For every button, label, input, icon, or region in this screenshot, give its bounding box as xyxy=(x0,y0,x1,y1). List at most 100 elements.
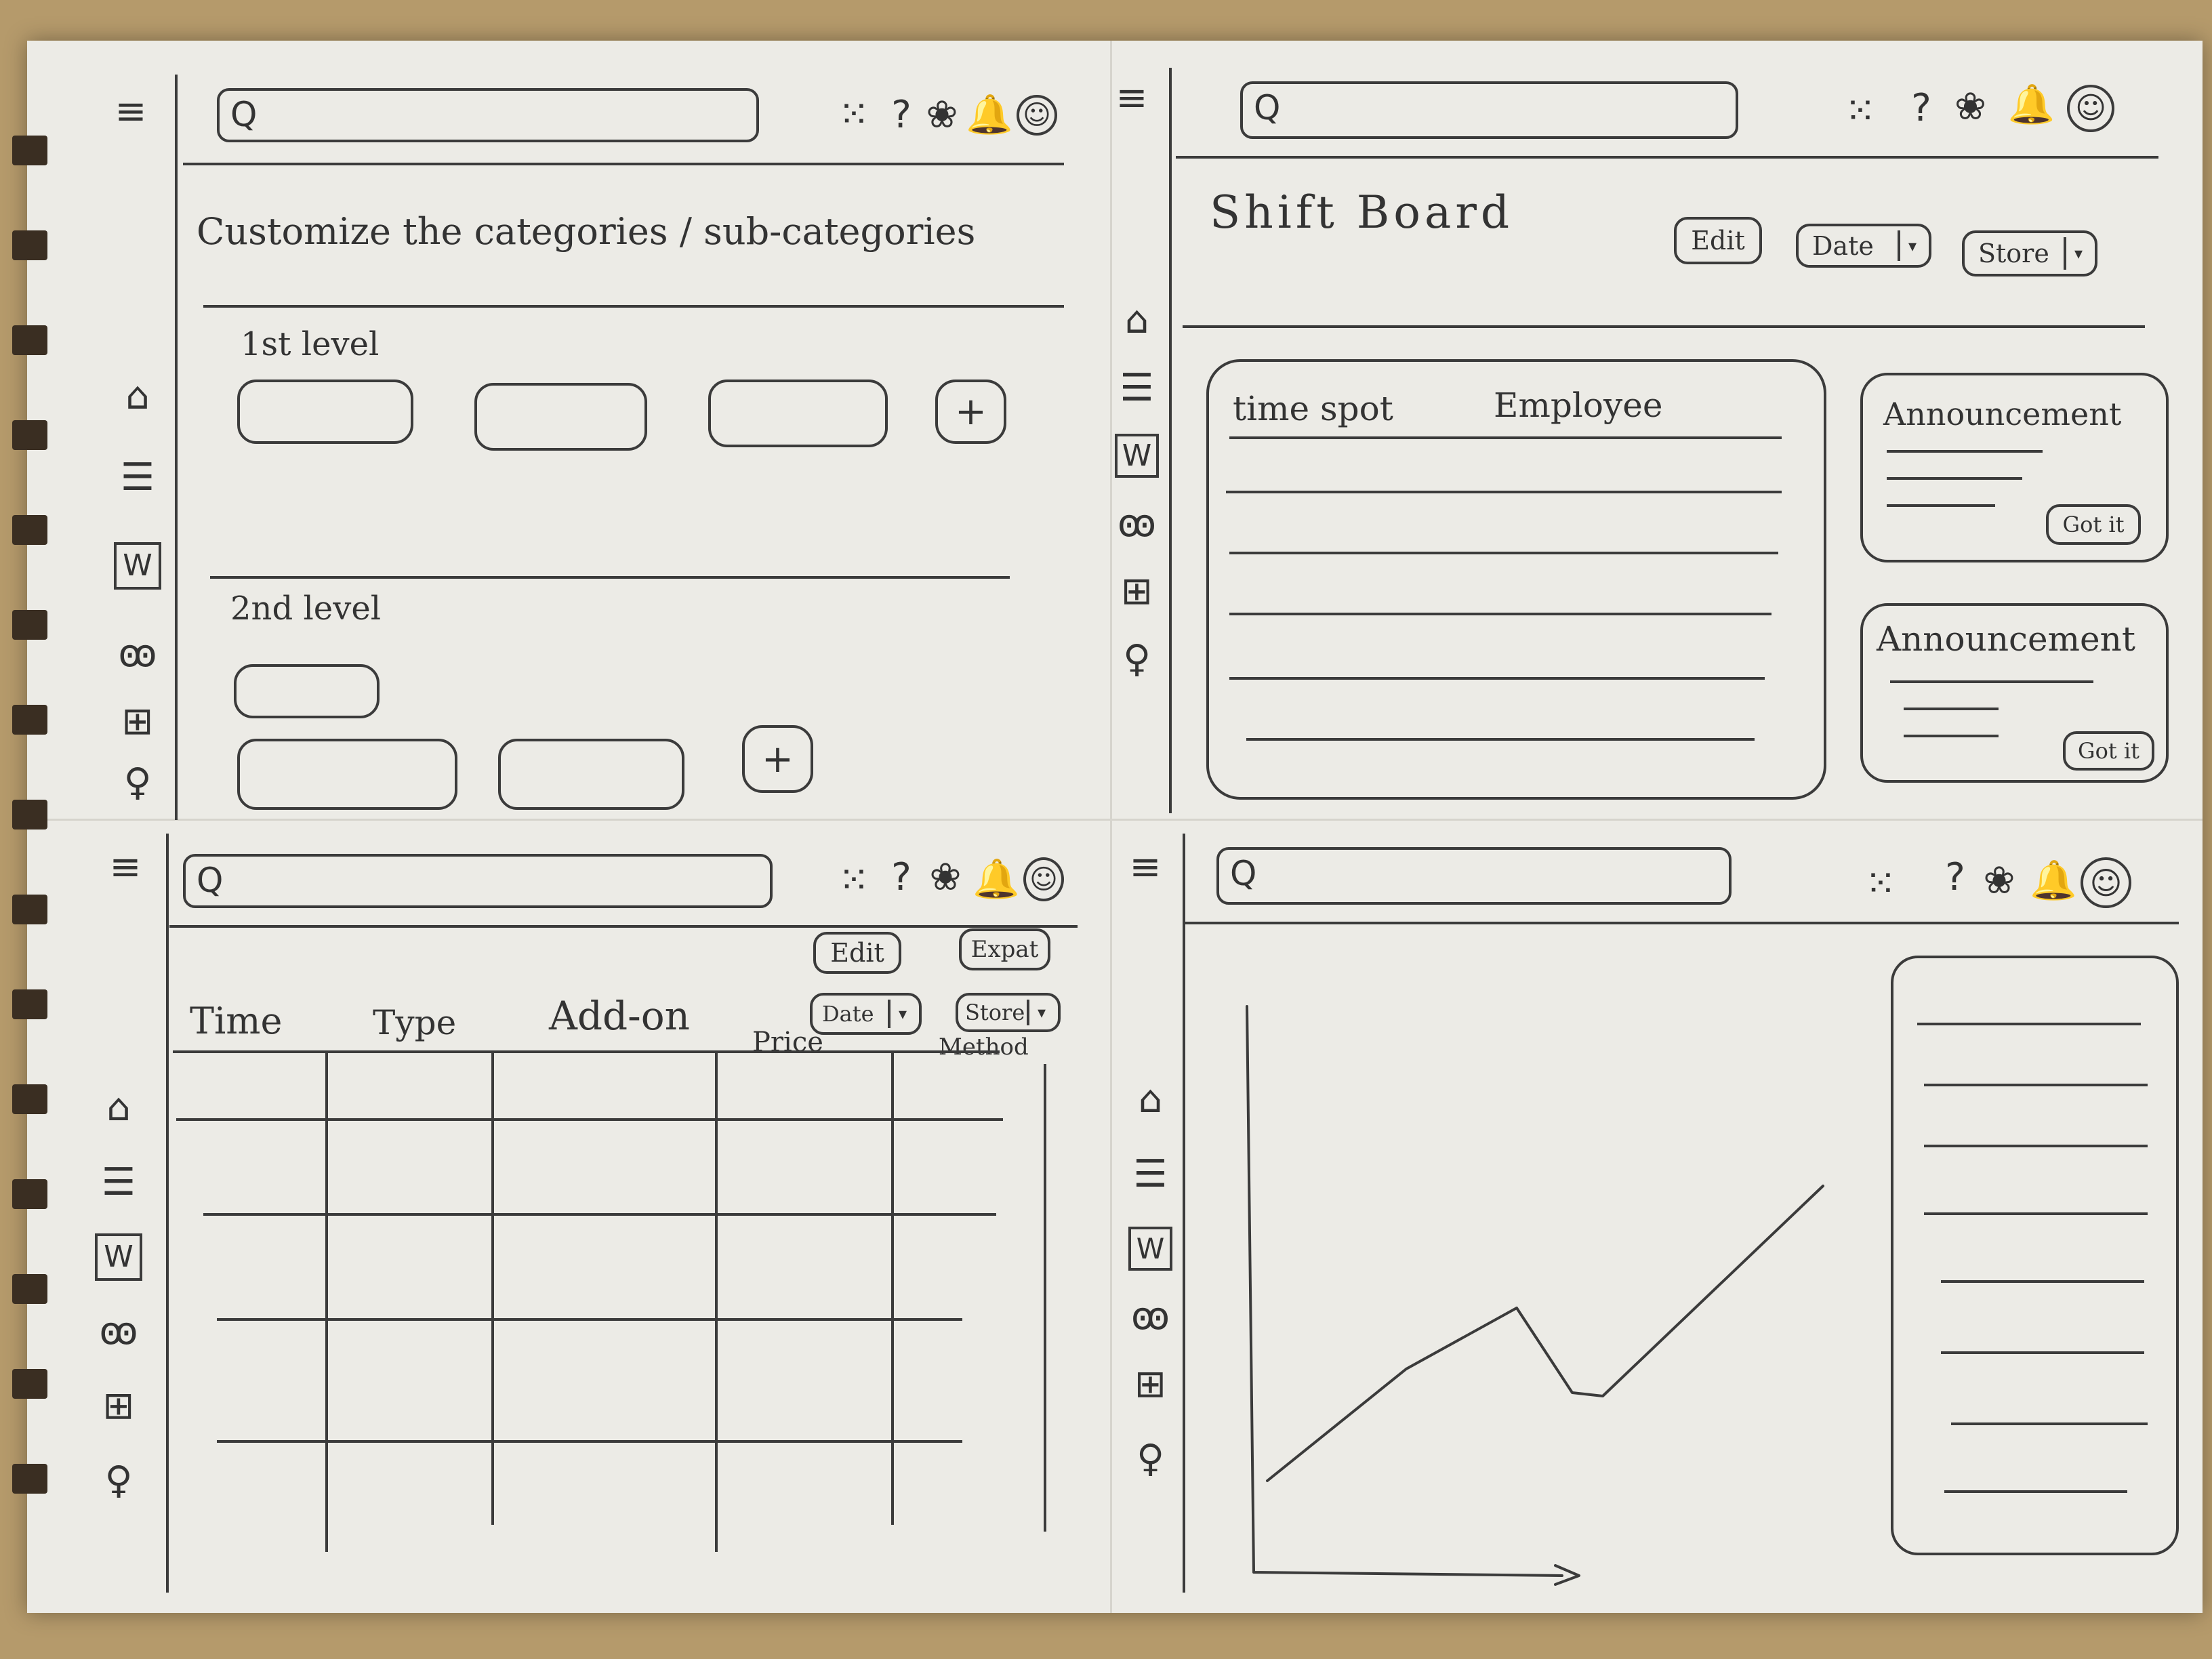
user-icon[interactable]: ♀ xyxy=(1136,1436,1164,1481)
got-it-button[interactable]: Got it xyxy=(2063,731,2154,771)
account-icon[interactable]: ☺ xyxy=(2067,85,2114,132)
user-icon[interactable]: ♀ xyxy=(1122,636,1151,681)
table-row xyxy=(1229,677,1765,680)
search-input[interactable]: Q xyxy=(183,854,773,908)
settings-icon[interactable]: ❀ xyxy=(926,93,958,137)
people-icon[interactable]: ꙭ xyxy=(118,632,157,676)
home-icon[interactable]: ⌂ xyxy=(1124,298,1149,342)
basket-icon[interactable]: ⊞ xyxy=(1121,569,1153,613)
list-item xyxy=(1941,1280,2144,1283)
list-item xyxy=(1951,1422,2148,1425)
basket-icon[interactable]: ⊞ xyxy=(102,1384,135,1428)
apps-icon[interactable]: ⁙ xyxy=(838,93,870,137)
bell-icon[interactable]: 🔔 xyxy=(966,93,1013,137)
menu-icon[interactable]: ≡ xyxy=(1115,76,1148,120)
binder-hole xyxy=(12,1274,47,1304)
chart-icon[interactable]: W xyxy=(1115,434,1159,478)
bell-icon[interactable]: 🔔 xyxy=(2007,83,2055,127)
chart-icon[interactable]: W xyxy=(95,1233,142,1281)
store-dropdown[interactable]: Store ▾ xyxy=(1962,230,2097,276)
panel-shift-board: ≡ Q ⁙ ? ❀ 🔔 ☺ ⌂ ☰ W ꙭ ⊞ ♀ Shift Board Ed… xyxy=(1101,54,2192,813)
level1-category-box[interactable] xyxy=(474,383,647,451)
add-level1-button[interactable]: + xyxy=(935,380,1006,444)
column-header-method: Method xyxy=(939,1033,1029,1061)
help-icon[interactable]: ? xyxy=(891,93,912,137)
people-icon[interactable]: ꙭ xyxy=(1130,1294,1170,1338)
sidebar-divider xyxy=(1183,834,1185,1593)
settings-icon[interactable]: ❀ xyxy=(1954,84,1986,129)
chevron-down-icon: ▾ xyxy=(2064,237,2091,270)
search-icon: Q xyxy=(1254,88,1281,127)
binder-hole xyxy=(12,1369,47,1399)
people-icon[interactable]: ꙭ xyxy=(99,1309,138,1353)
column-header-time: Time xyxy=(190,1000,283,1042)
level2-category-box[interactable] xyxy=(498,739,684,810)
list-icon[interactable]: ☰ xyxy=(1133,1151,1168,1196)
list-icon[interactable]: ☰ xyxy=(120,455,155,499)
list-icon[interactable]: ☰ xyxy=(1120,365,1154,410)
date-dropdown[interactable]: Date ▾ xyxy=(1796,224,1931,268)
people-icon[interactable]: ꙭ xyxy=(1117,501,1157,546)
home-icon[interactable]: ⌂ xyxy=(1138,1077,1163,1122)
chart-line xyxy=(1266,1185,1824,1482)
table-row xyxy=(203,1213,996,1216)
announcement-title: Announcement xyxy=(1877,619,2135,659)
sidebar-divider xyxy=(166,834,169,1593)
add-level2-button[interactable]: + xyxy=(742,725,813,793)
list-item xyxy=(1944,1490,2127,1493)
user-icon[interactable]: ♀ xyxy=(104,1458,133,1502)
chart-icon[interactable]: W xyxy=(114,542,161,590)
page-title: Shift Board xyxy=(1210,186,1514,239)
chevron-down-icon: ▾ xyxy=(1898,230,1925,261)
table-row xyxy=(1229,613,1771,615)
level2-category-box[interactable] xyxy=(234,664,380,718)
user-icon[interactable]: ♀ xyxy=(123,760,152,804)
apps-icon[interactable]: ⁙ xyxy=(838,859,870,903)
bell-icon[interactable]: 🔔 xyxy=(2030,859,2077,903)
title-divider xyxy=(203,305,1064,308)
binder-holes xyxy=(12,81,53,1572)
level2-category-box[interactable] xyxy=(237,739,457,810)
list-item xyxy=(1941,1351,2144,1354)
settings-icon[interactable]: ❀ xyxy=(929,855,962,899)
apps-icon[interactable]: ⁙ xyxy=(1864,862,1897,906)
search-input[interactable]: Q xyxy=(1216,847,1732,905)
account-icon[interactable]: ☺ xyxy=(1023,857,1064,901)
bell-icon[interactable]: 🔔 xyxy=(972,857,1020,901)
account-icon[interactable]: ☺ xyxy=(2081,857,2131,908)
edit-button[interactable]: Edit xyxy=(813,932,901,974)
table-column-divider xyxy=(325,1050,328,1552)
got-it-button[interactable]: Got it xyxy=(2046,504,2141,545)
help-icon[interactable]: ? xyxy=(1945,855,1965,899)
basket-icon[interactable]: ⊞ xyxy=(1134,1361,1166,1406)
title-divider xyxy=(1183,325,2145,328)
menu-icon[interactable]: ≡ xyxy=(115,89,147,134)
date-dropdown[interactable]: Date ▾ xyxy=(810,993,922,1035)
level1-category-box[interactable] xyxy=(237,380,413,444)
table-header-line xyxy=(173,1050,1000,1053)
menu-icon[interactable]: ≡ xyxy=(1129,845,1162,889)
home-icon[interactable]: ⌂ xyxy=(106,1086,131,1130)
table-row xyxy=(1229,436,1782,439)
help-icon[interactable]: ? xyxy=(891,855,912,899)
account-icon[interactable]: ☺ xyxy=(1017,95,1057,136)
store-dropdown[interactable]: Store ▾ xyxy=(956,993,1061,1032)
export-button[interactable]: Expat xyxy=(959,928,1050,970)
chart-icon[interactable]: W xyxy=(1128,1227,1172,1271)
table-row xyxy=(1226,491,1782,493)
menu-icon[interactable]: ≡ xyxy=(109,845,142,889)
level1-category-box[interactable] xyxy=(708,380,888,447)
table-row xyxy=(217,1318,962,1321)
edit-button[interactable]: Edit xyxy=(1674,217,1762,264)
search-input[interactable]: Q xyxy=(1240,81,1738,139)
binder-hole xyxy=(12,1464,47,1494)
binder-hole xyxy=(12,705,47,735)
settings-icon[interactable]: ❀ xyxy=(1983,859,2015,903)
list-icon[interactable]: ☰ xyxy=(101,1160,136,1204)
home-icon[interactable]: ⌂ xyxy=(125,374,150,418)
search-input[interactable]: Q xyxy=(217,88,759,142)
header-divider xyxy=(169,925,1078,928)
basket-icon[interactable]: ⊞ xyxy=(121,699,154,743)
apps-icon[interactable]: ⁙ xyxy=(1844,89,1877,134)
help-icon[interactable]: ? xyxy=(1911,86,1931,130)
